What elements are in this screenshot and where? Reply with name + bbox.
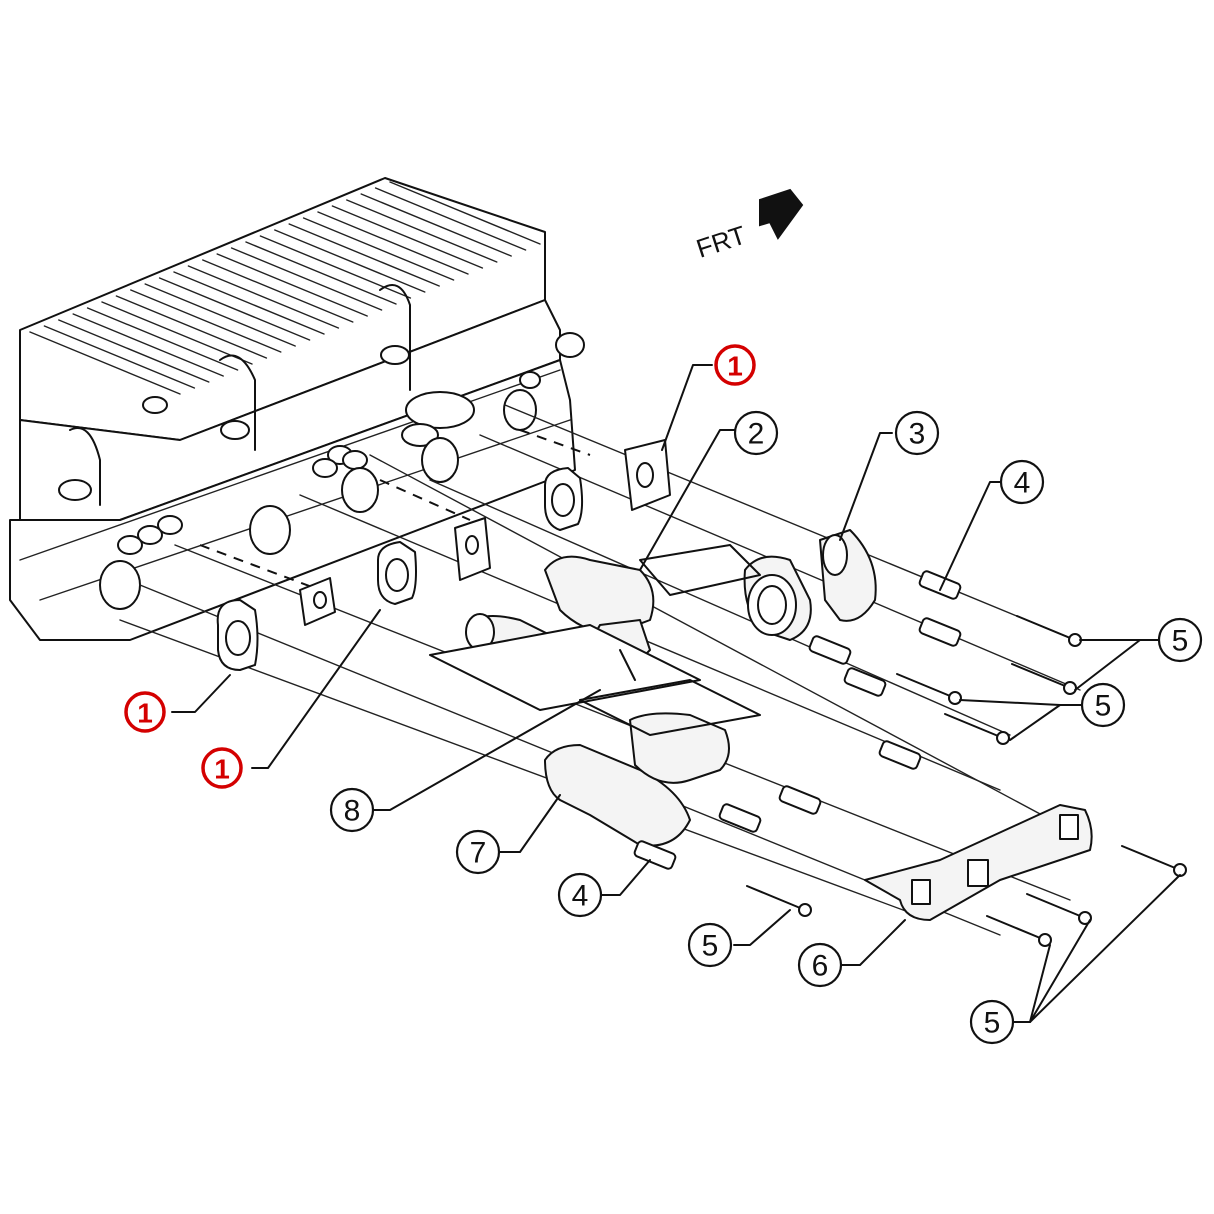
callout-label: 5 (1095, 690, 1112, 723)
spacer-6 (778, 785, 822, 815)
bolt-4 (746, 885, 812, 917)
frt-label: FRT (693, 220, 750, 264)
callout-label: 5 (984, 1007, 1001, 1040)
callout-c2: 2 (733, 410, 779, 456)
spacer-0 (918, 570, 962, 600)
callout-label: 3 (909, 418, 926, 451)
bolt-2 (896, 673, 962, 705)
callout-c5c: 5 (687, 922, 733, 968)
bolt-6 (1026, 893, 1092, 925)
callouts: 1 1 1 2 3 4 4 5 5 5 5 6 7 8 (124, 344, 1203, 1045)
callout-c1c: 1 (201, 747, 243, 789)
callout-c6: 6 (797, 942, 843, 988)
leader-lines (171, 364, 1181, 1023)
front-orientation-indicator: FRT (693, 188, 804, 264)
manifold-segments (429, 529, 1093, 921)
callout-label: 6 (812, 950, 829, 983)
callout-label: 4 (1014, 467, 1031, 500)
callout-c5d: 5 (969, 999, 1015, 1045)
front-arrow-icon (759, 188, 804, 240)
spacer-1 (918, 617, 962, 647)
bolt-3 (944, 713, 1010, 745)
callout-label: 7 (470, 837, 487, 870)
callout-label: 4 (572, 880, 589, 913)
callout-label: 2 (748, 418, 765, 451)
callout-c5b: 5 (1080, 682, 1126, 728)
callout-c7: 7 (455, 829, 501, 875)
callout-label: 1 (137, 698, 153, 729)
callout-label: 1 (214, 754, 230, 785)
bolt-7 (1121, 845, 1187, 877)
callout-c1a: 1 (714, 344, 756, 386)
engine-head (9, 177, 585, 641)
bolt-5 (986, 915, 1052, 947)
bolt-1 (1011, 663, 1077, 695)
callout-label: 5 (702, 930, 719, 963)
callout-c3: 3 (894, 410, 940, 456)
spacer-7 (633, 840, 677, 870)
gaskets (216, 439, 671, 671)
callout-label: 8 (344, 795, 361, 828)
callout-c1b: 1 (124, 691, 166, 733)
callout-c4a: 4 (999, 459, 1045, 505)
spacer-5 (718, 803, 762, 833)
callout-c5a: 5 (1157, 617, 1203, 663)
callout-label: 5 (1172, 625, 1189, 658)
callout-c8: 8 (329, 787, 375, 833)
spacer-4 (878, 740, 922, 770)
spacer-3 (843, 667, 887, 697)
spacer-2 (808, 635, 852, 665)
callout-label: 1 (727, 351, 743, 382)
bolt-0 (1016, 615, 1082, 647)
callout-c4b: 4 (557, 872, 603, 918)
